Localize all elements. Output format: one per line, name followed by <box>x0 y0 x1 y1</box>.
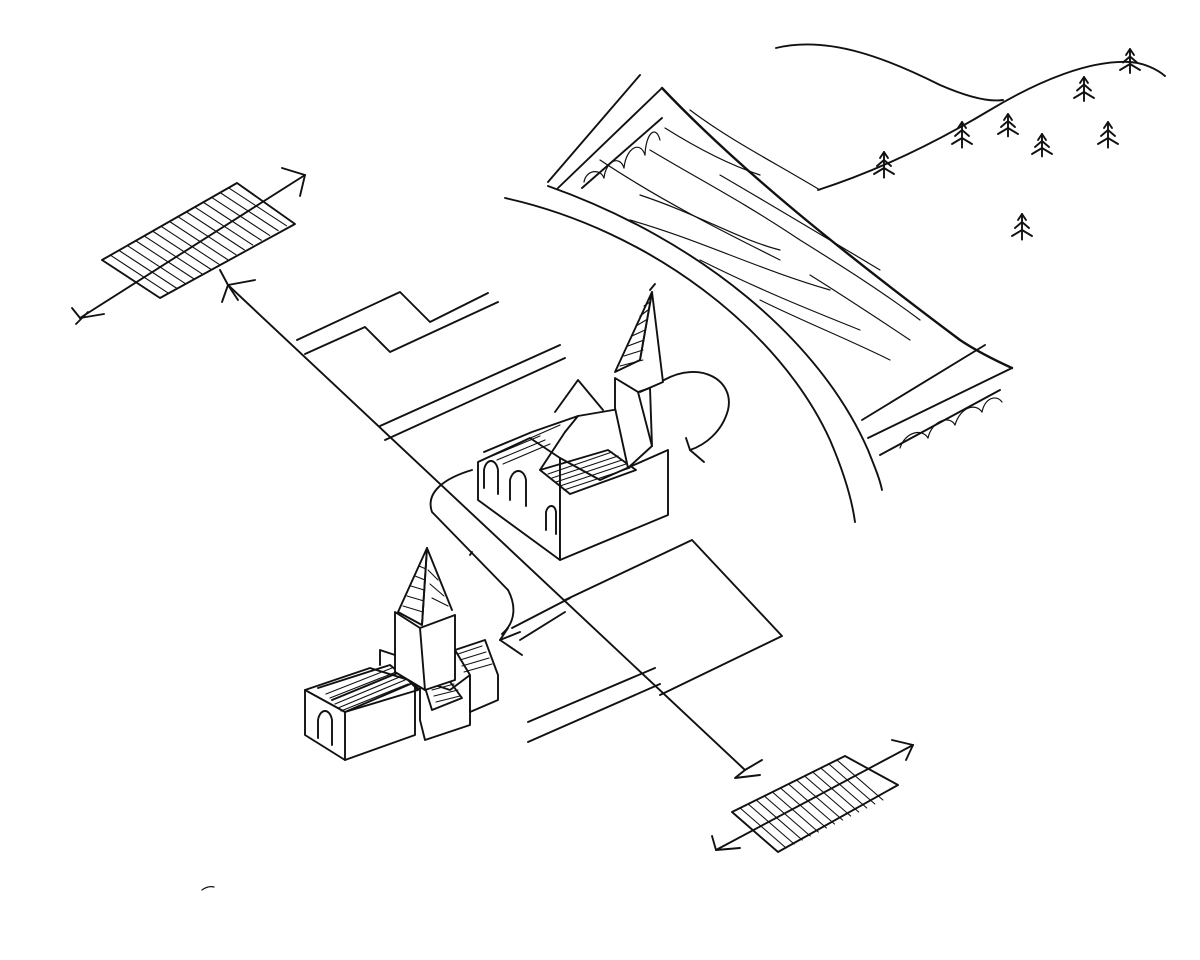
pine-trees <box>873 48 1141 241</box>
curved-arrow-icon <box>469 551 523 656</box>
river-icon <box>504 74 1014 523</box>
street-network <box>296 291 783 743</box>
church-icon <box>477 283 669 561</box>
pine-tree-icon <box>1097 121 1119 149</box>
pine-tree-icon <box>1119 48 1141 74</box>
arch-bridge-icon <box>581 117 663 189</box>
sight-line <box>219 269 763 779</box>
hatched-panel-icon <box>731 755 899 853</box>
pine-tree-icon <box>1031 133 1053 158</box>
arch-bridge-icon <box>861 344 1013 456</box>
double-arrow-icon <box>711 739 914 851</box>
chapel-icon <box>304 547 499 761</box>
pine-tree-icon <box>951 121 973 149</box>
pine-tree-icon <box>1073 76 1095 102</box>
stray-pen-mark <box>201 886 215 891</box>
pine-tree-icon <box>873 151 895 179</box>
curved-arrow-icon <box>663 371 730 463</box>
pine-tree-icon <box>997 113 1019 138</box>
pine-tree-icon <box>1011 213 1033 241</box>
double-arrow-icon <box>71 167 306 325</box>
hill-icon <box>775 43 1166 191</box>
